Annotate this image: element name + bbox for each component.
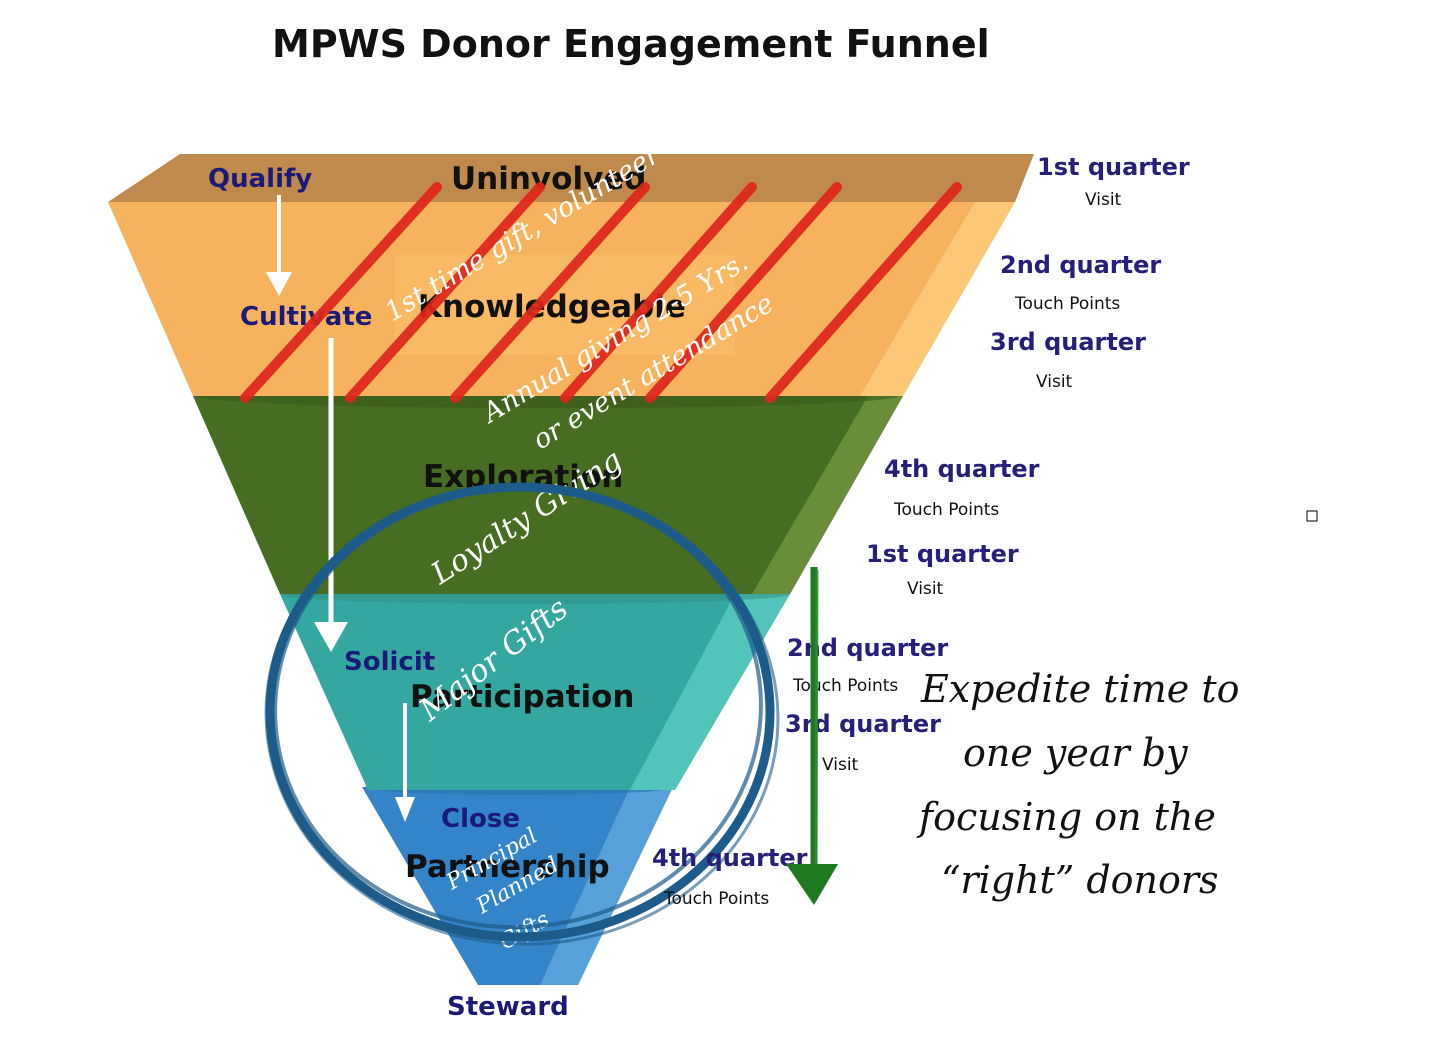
stage-participation: Participation xyxy=(410,679,634,715)
strike-5 xyxy=(645,182,842,403)
timeline-quarter-5: 1st quarter xyxy=(866,540,1019,568)
expedite-arrow-shaft-2 xyxy=(814,569,819,867)
quarter-timeline: 1st quarter Visit 2nd quarter Touch Poin… xyxy=(652,153,1190,909)
strike-marks xyxy=(240,182,962,403)
expedite-note: Expedite time to one year by focusing on… xyxy=(916,667,1239,902)
strike-6 xyxy=(765,182,962,403)
expedite-note-line1: Expedite time to xyxy=(920,667,1239,711)
timeline-quarter-1: 1st quarter xyxy=(1037,153,1190,181)
strike-4 xyxy=(560,182,757,403)
expedite-note-line4: “right” donors xyxy=(941,858,1219,902)
expedite-note-line3: focusing on the xyxy=(916,795,1216,839)
expedite-note-line2: one year by xyxy=(963,731,1188,775)
arrow-qualify-cultivate-head xyxy=(266,272,292,296)
layer-knowledgeable-side xyxy=(860,202,1015,396)
layer-exploration-side xyxy=(752,396,903,594)
focus-circle xyxy=(264,482,780,946)
layer-uninvolved xyxy=(108,154,1034,202)
stage-partnership: Partnership xyxy=(405,849,610,885)
timeline-quarter-4: 4th quarter xyxy=(884,455,1040,483)
timeline-quarter-3: 3rd quarter xyxy=(990,328,1146,356)
timeline-activity-8: Touch Points xyxy=(663,889,769,909)
action-qualify: Qualify xyxy=(208,164,312,194)
layer-exploration xyxy=(193,396,903,594)
process-arrows xyxy=(266,195,415,822)
timeline-activity-6: Touch Points xyxy=(792,676,898,696)
action-close: Close xyxy=(441,804,520,834)
diagram-title: MPWS Donor Engagement Funnel xyxy=(272,22,990,66)
expedite-arrow xyxy=(786,567,838,905)
timeline-activity-3: Visit xyxy=(1036,372,1073,392)
timeline-activity-2: Touch Points xyxy=(1014,294,1120,314)
arrow-cultivate-solicit-head xyxy=(314,622,348,652)
strike-2 xyxy=(345,182,545,403)
stage-uninvolved: Uninvolved xyxy=(451,161,647,197)
funnel-layers xyxy=(108,154,1034,985)
strike-1 xyxy=(240,182,442,403)
arrow-solicit-close-head xyxy=(395,797,415,822)
strike-3 xyxy=(450,182,650,403)
timeline-activity-5: Visit xyxy=(907,579,944,599)
timeline-quarter-8: 4th quarter xyxy=(652,844,808,872)
action-steward: Steward xyxy=(447,992,569,1022)
expedite-arrow-head xyxy=(786,864,838,905)
focus-circle-stroke-3 xyxy=(264,486,780,946)
stage-labels: Uninvolved Knowledgeable Exploration Par… xyxy=(405,161,686,885)
timeline-activity-7: Visit xyxy=(822,755,859,775)
timeline-quarter-2: 2nd quarter xyxy=(1000,251,1161,279)
timeline-activity-1: Visit xyxy=(1085,190,1122,210)
timeline-quarter-7: 3rd quarter xyxy=(785,710,941,738)
action-labels: Qualify Cultivate Solicit Close Steward xyxy=(208,164,569,1022)
timeline-activity-4: Touch Points xyxy=(893,500,999,520)
action-solicit: Solicit xyxy=(344,647,435,677)
selection-handle[interactable] xyxy=(1306,510,1318,522)
